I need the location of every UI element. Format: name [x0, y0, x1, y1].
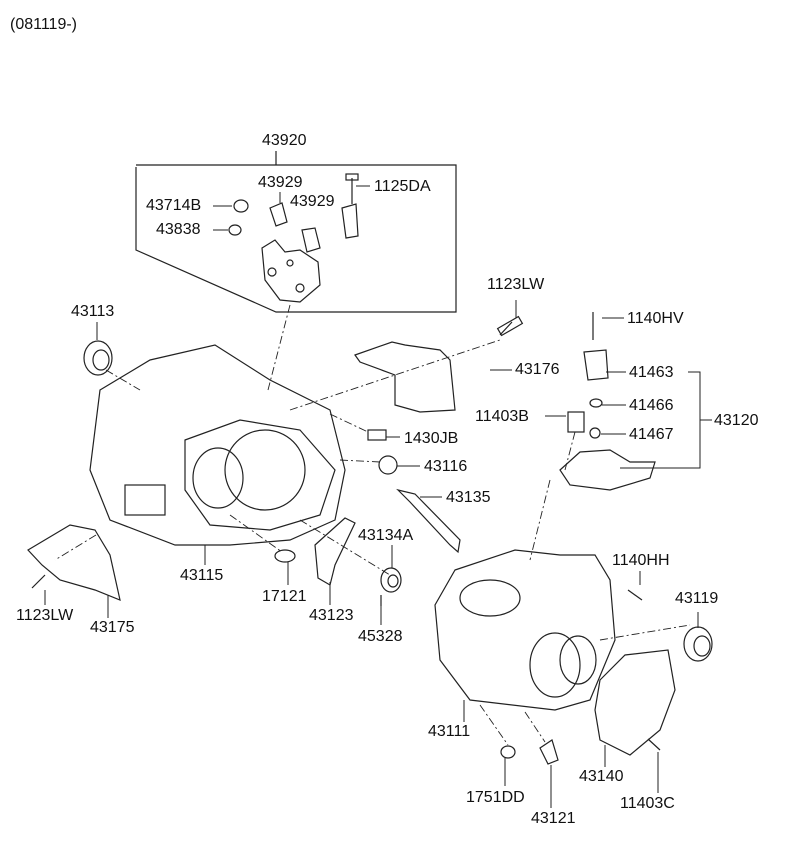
- callout-41463: 41463: [629, 364, 674, 381]
- part-43134A-seal: [380, 567, 402, 593]
- part-43111-housing: [434, 549, 616, 711]
- part-43135: [396, 488, 461, 554]
- callout-43140: 43140: [579, 768, 624, 785]
- callout-43111: 43111: [428, 723, 471, 740]
- callout-41467: 41467: [629, 426, 674, 443]
- part-43175-bracket: [27, 524, 121, 601]
- part-43116: [378, 455, 398, 475]
- alignment-lines: [54, 304, 691, 746]
- callout-45328: 45328: [358, 628, 403, 645]
- callout-43115: 43115: [180, 567, 224, 584]
- part-17121: [274, 549, 296, 563]
- diagram-code: (081119-): [10, 16, 77, 33]
- group-box-43920: [135, 151, 457, 313]
- callout-11403C: 11403C: [620, 795, 675, 812]
- callout-43120: 43120: [714, 412, 759, 429]
- callout-1140HV: 1140HV: [627, 310, 684, 327]
- callout-1751DD: 1751DD: [466, 789, 525, 806]
- part-43176-bracket: [354, 341, 456, 413]
- part-43140-cover: [594, 649, 676, 756]
- callout-43176: 43176: [515, 361, 560, 378]
- callout-43714B: 43714B: [146, 197, 202, 214]
- callout-43116: 43116: [424, 458, 468, 475]
- bolt-1140HH: [627, 589, 643, 601]
- bolt-1123LW: [499, 321, 513, 336]
- part-43120-mount: [559, 312, 656, 491]
- bolt-11403C: [647, 738, 661, 751]
- leader-lines: [44, 185, 712, 808]
- bolt-1123LW-bottom: [31, 574, 46, 589]
- callout-41466: 41466: [629, 397, 674, 414]
- callout-43121: 43121: [531, 810, 576, 827]
- part-43929-clips: [269, 173, 359, 253]
- part-1430JB: [367, 429, 387, 441]
- part-43121: [539, 739, 559, 765]
- callout-43929-mid: 43929: [290, 193, 335, 210]
- callout-43123: 43123: [309, 607, 354, 624]
- part-43115-housing: [89, 344, 346, 546]
- part-43119-seal: [683, 626, 713, 662]
- part-43123: [314, 517, 356, 586]
- part-43920-bracket: [261, 239, 321, 303]
- part-43113-seal: [83, 340, 113, 376]
- callout-11403B: 11403B: [475, 408, 529, 425]
- part-43714B-43838: [228, 199, 249, 236]
- callout-43135: 43135: [446, 489, 491, 506]
- callout-1430JB: 1430JB: [404, 430, 459, 447]
- callout-43929-top: 43929: [258, 174, 303, 191]
- callout-1125DA: 1125DA: [374, 178, 431, 195]
- callout-17121: 17121: [262, 588, 307, 605]
- callout-1123LW-top: 1123LW: [487, 276, 545, 293]
- callout-43175: 43175: [90, 619, 135, 636]
- callout-43838: 43838: [156, 221, 201, 238]
- callout-43119: 43119: [675, 590, 719, 607]
- callout-1140HH: 1140HH: [612, 552, 670, 569]
- callout-43920: 43920: [262, 132, 307, 149]
- part-1751DD: [500, 745, 516, 759]
- callout-1123LW-bottom: 1123LW: [16, 607, 74, 624]
- callout-43134A: 43134A: [358, 527, 414, 544]
- callout-43113: 43113: [71, 303, 115, 320]
